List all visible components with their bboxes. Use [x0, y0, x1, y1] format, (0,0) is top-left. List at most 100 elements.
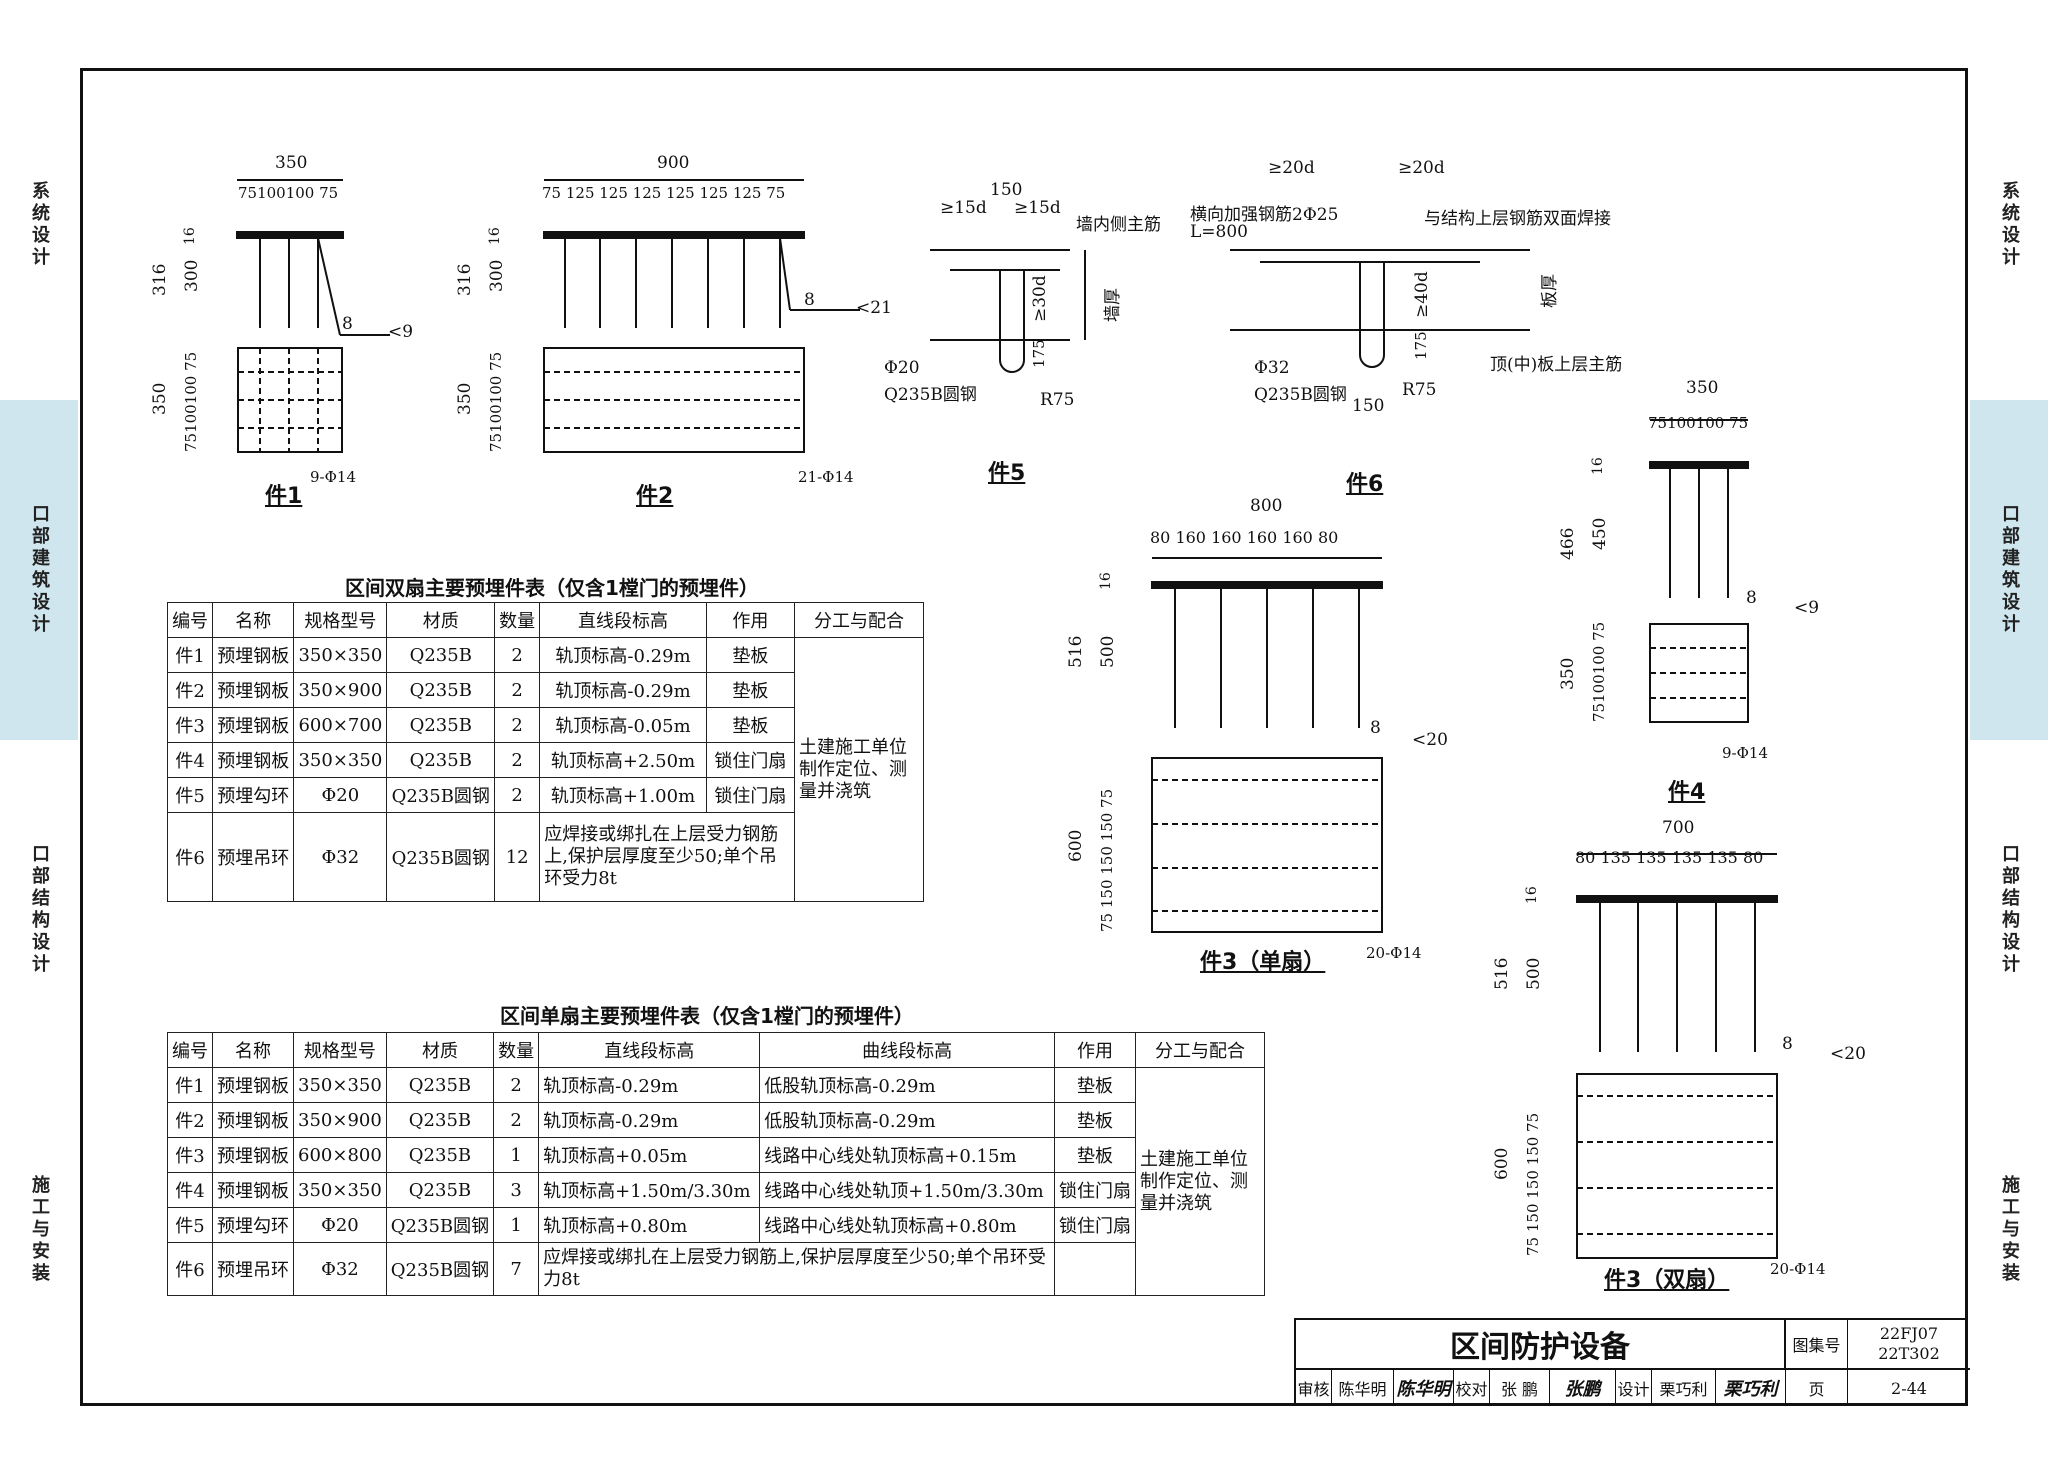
- p1-top-split: 75100100 75: [238, 184, 339, 202]
- p6-height: 175: [1412, 331, 1430, 360]
- atlas-label: 图集号: [1786, 1320, 1848, 1370]
- p3d-weld-count: <20: [1830, 1044, 1866, 1064]
- title-block: 区间防护设备 图集号 22FJ07 22T302 审核 陈华明 陈华明 校对 张…: [1294, 1318, 1970, 1406]
- p1-top-total: 350: [275, 153, 308, 173]
- p1-height-plate: 16: [182, 227, 198, 245]
- table-cell: 1: [493, 1207, 540, 1243]
- table-cell: 件4: [167, 1172, 213, 1208]
- table-cell: 预埋吊环: [212, 812, 295, 902]
- p1-weld-count: <9: [388, 322, 414, 342]
- p3s-plan-split: 75 150 150 150 75: [1098, 788, 1116, 932]
- review-label: 审核: [1296, 1370, 1332, 1406]
- table-cell: 预埋钢板: [212, 1067, 294, 1103]
- table-cell: 1: [493, 1137, 540, 1173]
- table-cell: 预埋钢板: [212, 637, 295, 673]
- p5-anchor-left: ≥15d: [940, 198, 987, 218]
- table-cell: 2: [494, 672, 541, 708]
- table-cell: 600×700: [293, 707, 388, 743]
- table-cell: Q235B圆钢: [385, 1207, 495, 1243]
- design-label: 设计: [1616, 1370, 1652, 1406]
- p2-weld: 8: [804, 290, 815, 310]
- table-cell: Φ20: [293, 777, 388, 813]
- table-cell: 垫板: [705, 637, 796, 673]
- table-cell: 垫板: [705, 707, 796, 743]
- p6-width: 150: [1352, 396, 1385, 416]
- p6-radius: R75: [1402, 380, 1437, 400]
- p3s-height-main: 500: [1098, 635, 1118, 668]
- table-cell: 轨顶标高+1.00m: [539, 777, 707, 813]
- table-header-cell: 作用: [705, 602, 796, 638]
- table-cell: 应焊接或绑扎在上层受力钢筋上,保护层厚度至少50;单个吊环受力8t: [539, 812, 795, 902]
- table-cell: 线路中心线处轨顶标高+0.15m: [759, 1137, 1055, 1173]
- table-cell: Q235B: [386, 637, 496, 673]
- designer-signature: 栗巧利: [1716, 1370, 1786, 1406]
- p3d-bolts: 20-Φ14: [1770, 1260, 1826, 1278]
- p6-thick: 板厚: [1540, 274, 1560, 308]
- table-cell: 预埋钢板: [212, 1172, 294, 1208]
- table-cell: 锁住门扇: [705, 742, 796, 778]
- table-header-cell: 名称: [212, 602, 295, 638]
- p2-bolts: 21-Φ14: [798, 468, 854, 486]
- table-cell: 350×350: [293, 742, 388, 778]
- p3d-plan-total: 600: [1492, 1147, 1512, 1180]
- table-cell: 线路中心线处轨顶+1.50m/3.30m: [759, 1172, 1055, 1208]
- table-cell: 预埋钢板: [212, 707, 295, 743]
- table-header-cell: 曲线段标高: [759, 1032, 1055, 1068]
- table-cell: 垫板: [1053, 1102, 1137, 1138]
- p4-height-plate: 16: [1590, 457, 1606, 475]
- p6-anchor-1: ≥20d: [1268, 158, 1315, 178]
- table-cell: 应焊接或绑扎在上层受力钢筋上,保护层厚度至少50;单个吊环受力8t: [538, 1242, 1055, 1296]
- table-cell: Q235B: [386, 707, 496, 743]
- table-cell: 件5: [166, 777, 214, 813]
- table-header-cell: 直线段标高: [538, 1032, 761, 1068]
- p2-height-plate: 16: [487, 227, 503, 245]
- table-cell: 低股轨顶标高-0.29m: [759, 1102, 1055, 1138]
- p4-weld: 8: [1746, 588, 1757, 608]
- table-cell: 垫板: [705, 672, 796, 708]
- table-header-cell: 编号: [166, 602, 214, 638]
- table-cell: 件3: [167, 1137, 213, 1173]
- side-nav-system-right: 系统设计: [1999, 181, 2020, 269]
- p3d-top-total: 700: [1662, 818, 1695, 838]
- side-nav-arch-left: 口部建筑设计: [0, 400, 78, 740]
- table-header-cell: 规格型号: [293, 1032, 387, 1068]
- table-cell: 垫板: [1053, 1067, 1137, 1103]
- p2-top-total: 900: [657, 153, 690, 173]
- side-nav-system-left: 系统设计: [29, 181, 50, 269]
- p3d-weld: 8: [1782, 1034, 1793, 1054]
- table-cell: 垫板: [1053, 1137, 1137, 1173]
- p5-label: 件5: [988, 461, 1026, 486]
- p2-plan-split: 75100100 75: [487, 351, 505, 452]
- table-cell: 件1: [167, 1067, 213, 1103]
- p6-depth: ≥40d: [1412, 271, 1432, 318]
- table-cell: 低股轨顶标高-0.29m: [759, 1067, 1055, 1103]
- table-cell: 12: [494, 812, 541, 902]
- p5-depth: ≥30d: [1030, 275, 1050, 322]
- p6-note-bars: 横向加强钢筋2Φ25: [1190, 205, 1339, 225]
- p1-label: 件1: [265, 484, 303, 509]
- table-header-cell: 直线段标高: [539, 602, 707, 638]
- p6-anchor-2: ≥20d: [1398, 158, 1445, 178]
- table-single-header: 编号 名称 规格型号 材质 数量 直线段标高 曲线段标高 作用 分工与配合: [167, 1032, 1265, 1068]
- table-cell: Φ20: [293, 1207, 387, 1243]
- p2-weld-count: <21: [856, 298, 892, 318]
- table-cell: 轨顶标高-0.05m: [539, 707, 707, 743]
- drawing-frame: [80, 68, 1968, 1406]
- table-header-cell: 数量: [493, 1032, 540, 1068]
- side-nav-install-right: 施工与安装: [1999, 1175, 2020, 1285]
- p3s-bolts: 20-Φ14: [1366, 944, 1422, 962]
- p4-top-split: 75100100 75: [1648, 414, 1749, 432]
- checker-signature: 张鹏: [1550, 1370, 1616, 1406]
- p5-bar: Φ20: [884, 358, 920, 378]
- table-cell: 轨顶标高+0.80m: [538, 1207, 761, 1243]
- table-cell: 350×900: [293, 1102, 387, 1138]
- p2-label: 件2: [636, 484, 674, 509]
